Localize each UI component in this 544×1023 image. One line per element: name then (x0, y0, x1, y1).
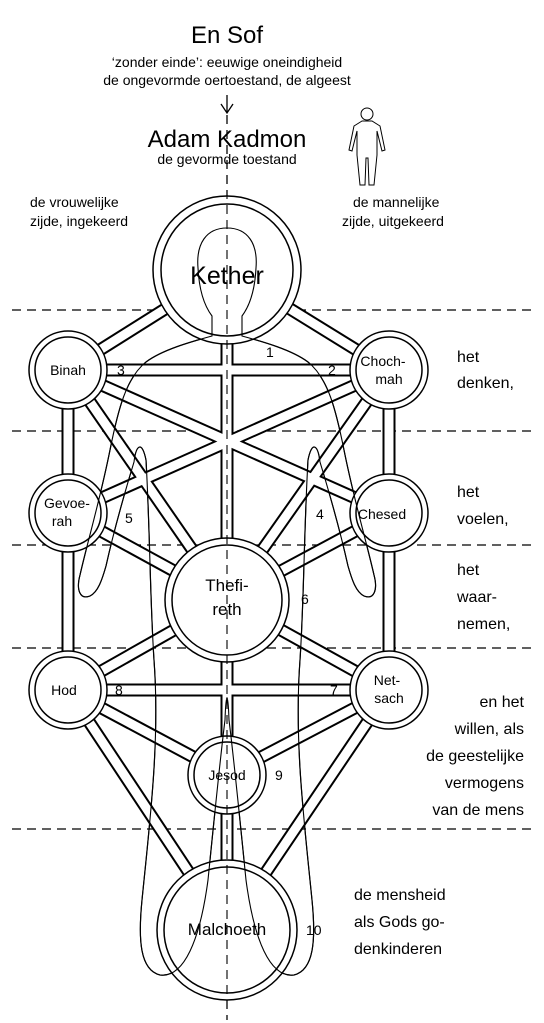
netsach-label-1: Net- (374, 672, 401, 688)
sephira-hod (28, 650, 108, 730)
chochmah-label-1: Choch- (360, 353, 405, 369)
arrow-down-icon (220, 95, 234, 115)
number-1: 1 (266, 344, 274, 360)
label-voelen-1: het (457, 484, 480, 501)
label-waarnemen-3: nemen, (457, 616, 510, 633)
label-willen-3: de geestelijke (426, 748, 524, 765)
label-denken-2: denken, (457, 375, 514, 392)
label-voelen-2: voelen, (457, 511, 509, 528)
number-8: 8 (115, 682, 123, 698)
binah-label: Binah (50, 362, 86, 378)
label-willen-2: willen, als (454, 721, 524, 738)
label-willen-5: van de mens (432, 802, 524, 819)
number-10: 10 (306, 922, 322, 938)
label-waarnemen-1: het (457, 562, 480, 579)
label-denken-1: het (457, 349, 480, 366)
number-5: 5 (125, 510, 133, 526)
body-silhouette-overlay (77, 227, 377, 976)
label-willen-4: vermogens (445, 775, 524, 792)
right-side-label-1: de mannelijke (353, 194, 440, 210)
malchoeth-label: Malchoeth (188, 920, 266, 939)
label-mensheid-2: als Gods go- (354, 914, 445, 931)
number-2: 2 (328, 362, 336, 378)
sephira-netsach (349, 650, 429, 730)
subtitle-line-1: ‘zonder einde’: eeuwige oneindigheid (112, 54, 342, 70)
number-7: 7 (330, 682, 338, 698)
netsach-label-2: sach (374, 690, 404, 706)
hod-label: Hod (51, 682, 77, 698)
right-side-label-2: zijde, uitgekeerd (342, 213, 444, 229)
sephira-gevoerah (28, 473, 108, 553)
thefireth-label-1: Thefi- (205, 576, 248, 595)
kether-label: Kether (190, 262, 264, 290)
gevoerah-label-2: rah (52, 513, 72, 529)
sephira-chesed (349, 473, 429, 553)
number-4: 4 (316, 506, 324, 522)
number-6: 6 (301, 591, 309, 607)
sephira-chochmah (349, 330, 429, 410)
jesod-label: Jesod (208, 767, 245, 783)
label-mensheid-3: denkinderen (354, 941, 442, 958)
left-side-label-1: de vrouwelijke (30, 194, 119, 210)
title-en-sof: En Sof (191, 22, 263, 49)
chochmah-label-2: mah (375, 371, 402, 387)
label-waarnemen-2: waar- (456, 589, 497, 606)
gevoerah-label-1: Gevoe- (44, 495, 90, 511)
subtitle-line-2: de ongevormde oertoestand, de algeest (103, 72, 351, 88)
left-side-label-2: zijde, ingekeerd (30, 213, 128, 229)
human-figure-icon (348, 107, 386, 186)
number-3: 3 (117, 362, 125, 378)
chesed-label: Chesed (358, 506, 406, 522)
subtitle-adam-kadmon: de gevormde toestand (157, 151, 296, 167)
title-adam-kadmon: Adam Kadmon (148, 126, 307, 153)
thefireth-label-2: reth (212, 600, 241, 619)
label-mensheid-1: de mensheid (354, 887, 446, 904)
sephira-binah (28, 330, 108, 410)
number-9: 9 (275, 767, 283, 783)
label-willen-1: en het (480, 694, 525, 711)
